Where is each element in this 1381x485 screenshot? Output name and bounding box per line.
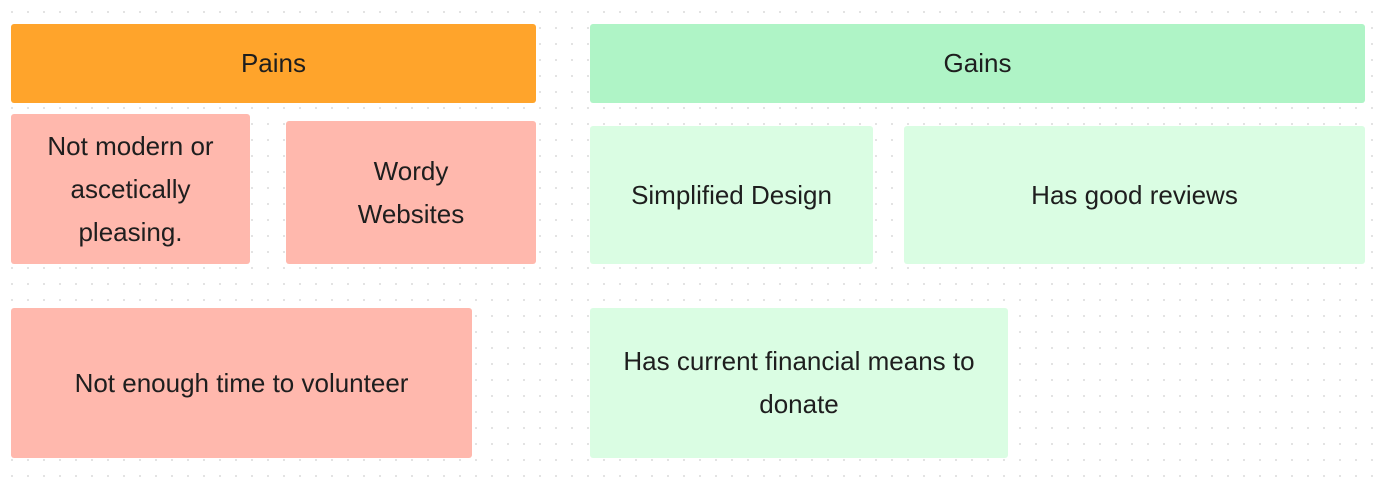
sticky-note-not-modern[interactable]: Not modern or ascetically pleasing.: [11, 114, 250, 264]
sticky-note-good-reviews[interactable]: Has good reviews: [904, 126, 1365, 264]
pains-header-label: Pains: [240, 48, 307, 78]
sticky-note-text: Wordy Websites: [357, 155, 465, 229]
sticky-note-text: Not modern or ascetically pleasing.: [47, 130, 214, 247]
sticky-note-text: Has good reviews: [1031, 179, 1238, 210]
sticky-note-text: Not enough time to volunteer: [74, 367, 409, 398]
sticky-note-text: Has current financial means to donate: [623, 346, 975, 419]
sticky-note-not-enough-time[interactable]: Not enough time to volunteer: [11, 308, 472, 458]
gains-header[interactable]: Gains: [590, 24, 1365, 103]
gains-header-label: Gains: [943, 48, 1012, 78]
sticky-note-wordy-websites[interactable]: Wordy Websites: [286, 121, 536, 264]
pains-header[interactable]: Pains: [11, 24, 536, 103]
sticky-note-simplified-design[interactable]: Simplified Design: [590, 126, 873, 264]
sticky-note-financial-means[interactable]: Has current financial means to donate: [590, 308, 1008, 458]
sticky-note-text: Simplified Design: [631, 179, 832, 210]
